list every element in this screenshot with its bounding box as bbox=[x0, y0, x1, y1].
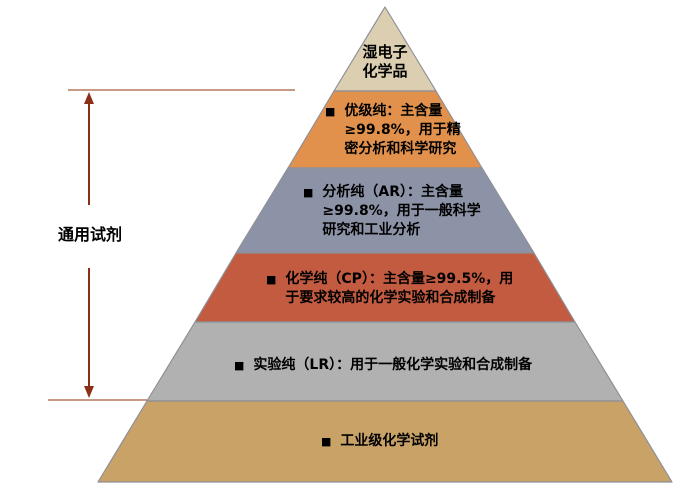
bullet-square-icon: ■ bbox=[266, 273, 277, 286]
general-reagent-label: 通用试剂 bbox=[57, 225, 122, 244]
level-1-label: 湿电子 化学品 bbox=[362, 43, 408, 80]
level-3-label: 分析纯（AR）：主含量 ≥99.8%，用于一般科学 研究和工业分析 bbox=[322, 184, 481, 238]
arrow-down-icon bbox=[84, 386, 94, 398]
level-5-text: ■ 实验纯（LR）：用于一般化学实验和合成制备 bbox=[234, 356, 532, 375]
level-6-label: 工业级化学试剂 bbox=[340, 433, 439, 449]
pyramid-level-6-shape bbox=[97, 400, 673, 483]
level-6-text: ■ 工业级化学试剂 bbox=[321, 432, 438, 451]
level-4-text: ■ 化学纯（CP）：主含量≥99.5%，用 于要求较高的化学实验和合成制备 bbox=[266, 270, 513, 308]
bullet-square-icon: ■ bbox=[303, 186, 314, 199]
bullet-square-icon: ■ bbox=[234, 359, 245, 372]
bullet-square-icon: ■ bbox=[321, 435, 332, 448]
bullet-square-icon: ■ bbox=[325, 105, 336, 118]
level-2-label: 优级纯：主含量 ≥99.8%，用于精 密分析和科学研究 bbox=[344, 103, 461, 157]
level-2-text: ■ 优级纯：主含量 ≥99.8%，用于精 密分析和科学研究 bbox=[325, 102, 461, 159]
arrow-up-icon bbox=[84, 92, 94, 104]
level-3-text: ■ 分析纯（AR）：主含量 ≥99.8%，用于一般科学 研究和工业分析 bbox=[303, 183, 481, 240]
level-4-label: 化学纯（CP）：主含量≥99.5%，用 于要求较高的化学实验和合成制备 bbox=[285, 271, 514, 306]
level-5-label: 实验纯（LR）：用于一般化学实验和合成制备 bbox=[253, 357, 533, 373]
